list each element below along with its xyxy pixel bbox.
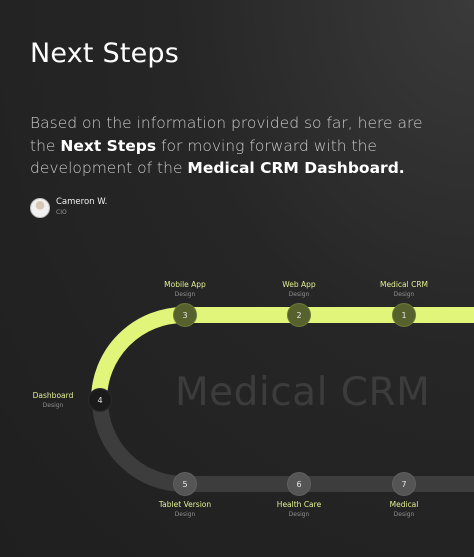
step-node-5[interactable]: 5 bbox=[174, 473, 196, 495]
step-node-1[interactable]: 1 bbox=[393, 304, 415, 326]
step-node-4[interactable]: 4 bbox=[89, 389, 111, 411]
step-label-web-app: Web App Design bbox=[282, 280, 316, 298]
timeline-track-completed bbox=[91, 307, 474, 401]
intro-highlight-product: Medical CRM Dashboard. bbox=[187, 159, 405, 177]
step-node-3[interactable]: 3 bbox=[174, 304, 196, 326]
author-role: CIO bbox=[56, 209, 67, 216]
page-title: Next Steps bbox=[30, 38, 180, 69]
watermark-text: Medical CRM bbox=[175, 370, 431, 415]
timeline-track-future bbox=[92, 399, 474, 492]
author-name: Cameron W. bbox=[56, 197, 108, 207]
author: Cameron W. CIO bbox=[30, 197, 107, 218]
step-label-dashboard: Dashboard Design bbox=[32, 391, 74, 409]
step-node-2[interactable]: 2 bbox=[288, 304, 310, 326]
intro-text-1: Based on the information provided so far… bbox=[30, 114, 423, 155]
step-label-medical-crm: Medical CRM Design bbox=[379, 280, 429, 298]
intro-paragraph: Based on the information provided so far… bbox=[30, 112, 450, 180]
step-node-6[interactable]: 6 bbox=[288, 473, 310, 495]
step-label-health-care: Health Care Design bbox=[276, 500, 322, 518]
intro-highlight-next-steps: Next Steps bbox=[60, 136, 157, 155]
step-label-tablet-version: Tablet Version Design bbox=[158, 500, 212, 518]
step-label-mobile-app: Mobile App Design bbox=[164, 280, 206, 298]
step-label-medical: Medical Design bbox=[389, 500, 419, 518]
intro-text-2: for moving forward with the development … bbox=[30, 136, 377, 178]
avatar bbox=[30, 197, 50, 218]
step-node-7[interactable]: 7 bbox=[393, 473, 415, 495]
